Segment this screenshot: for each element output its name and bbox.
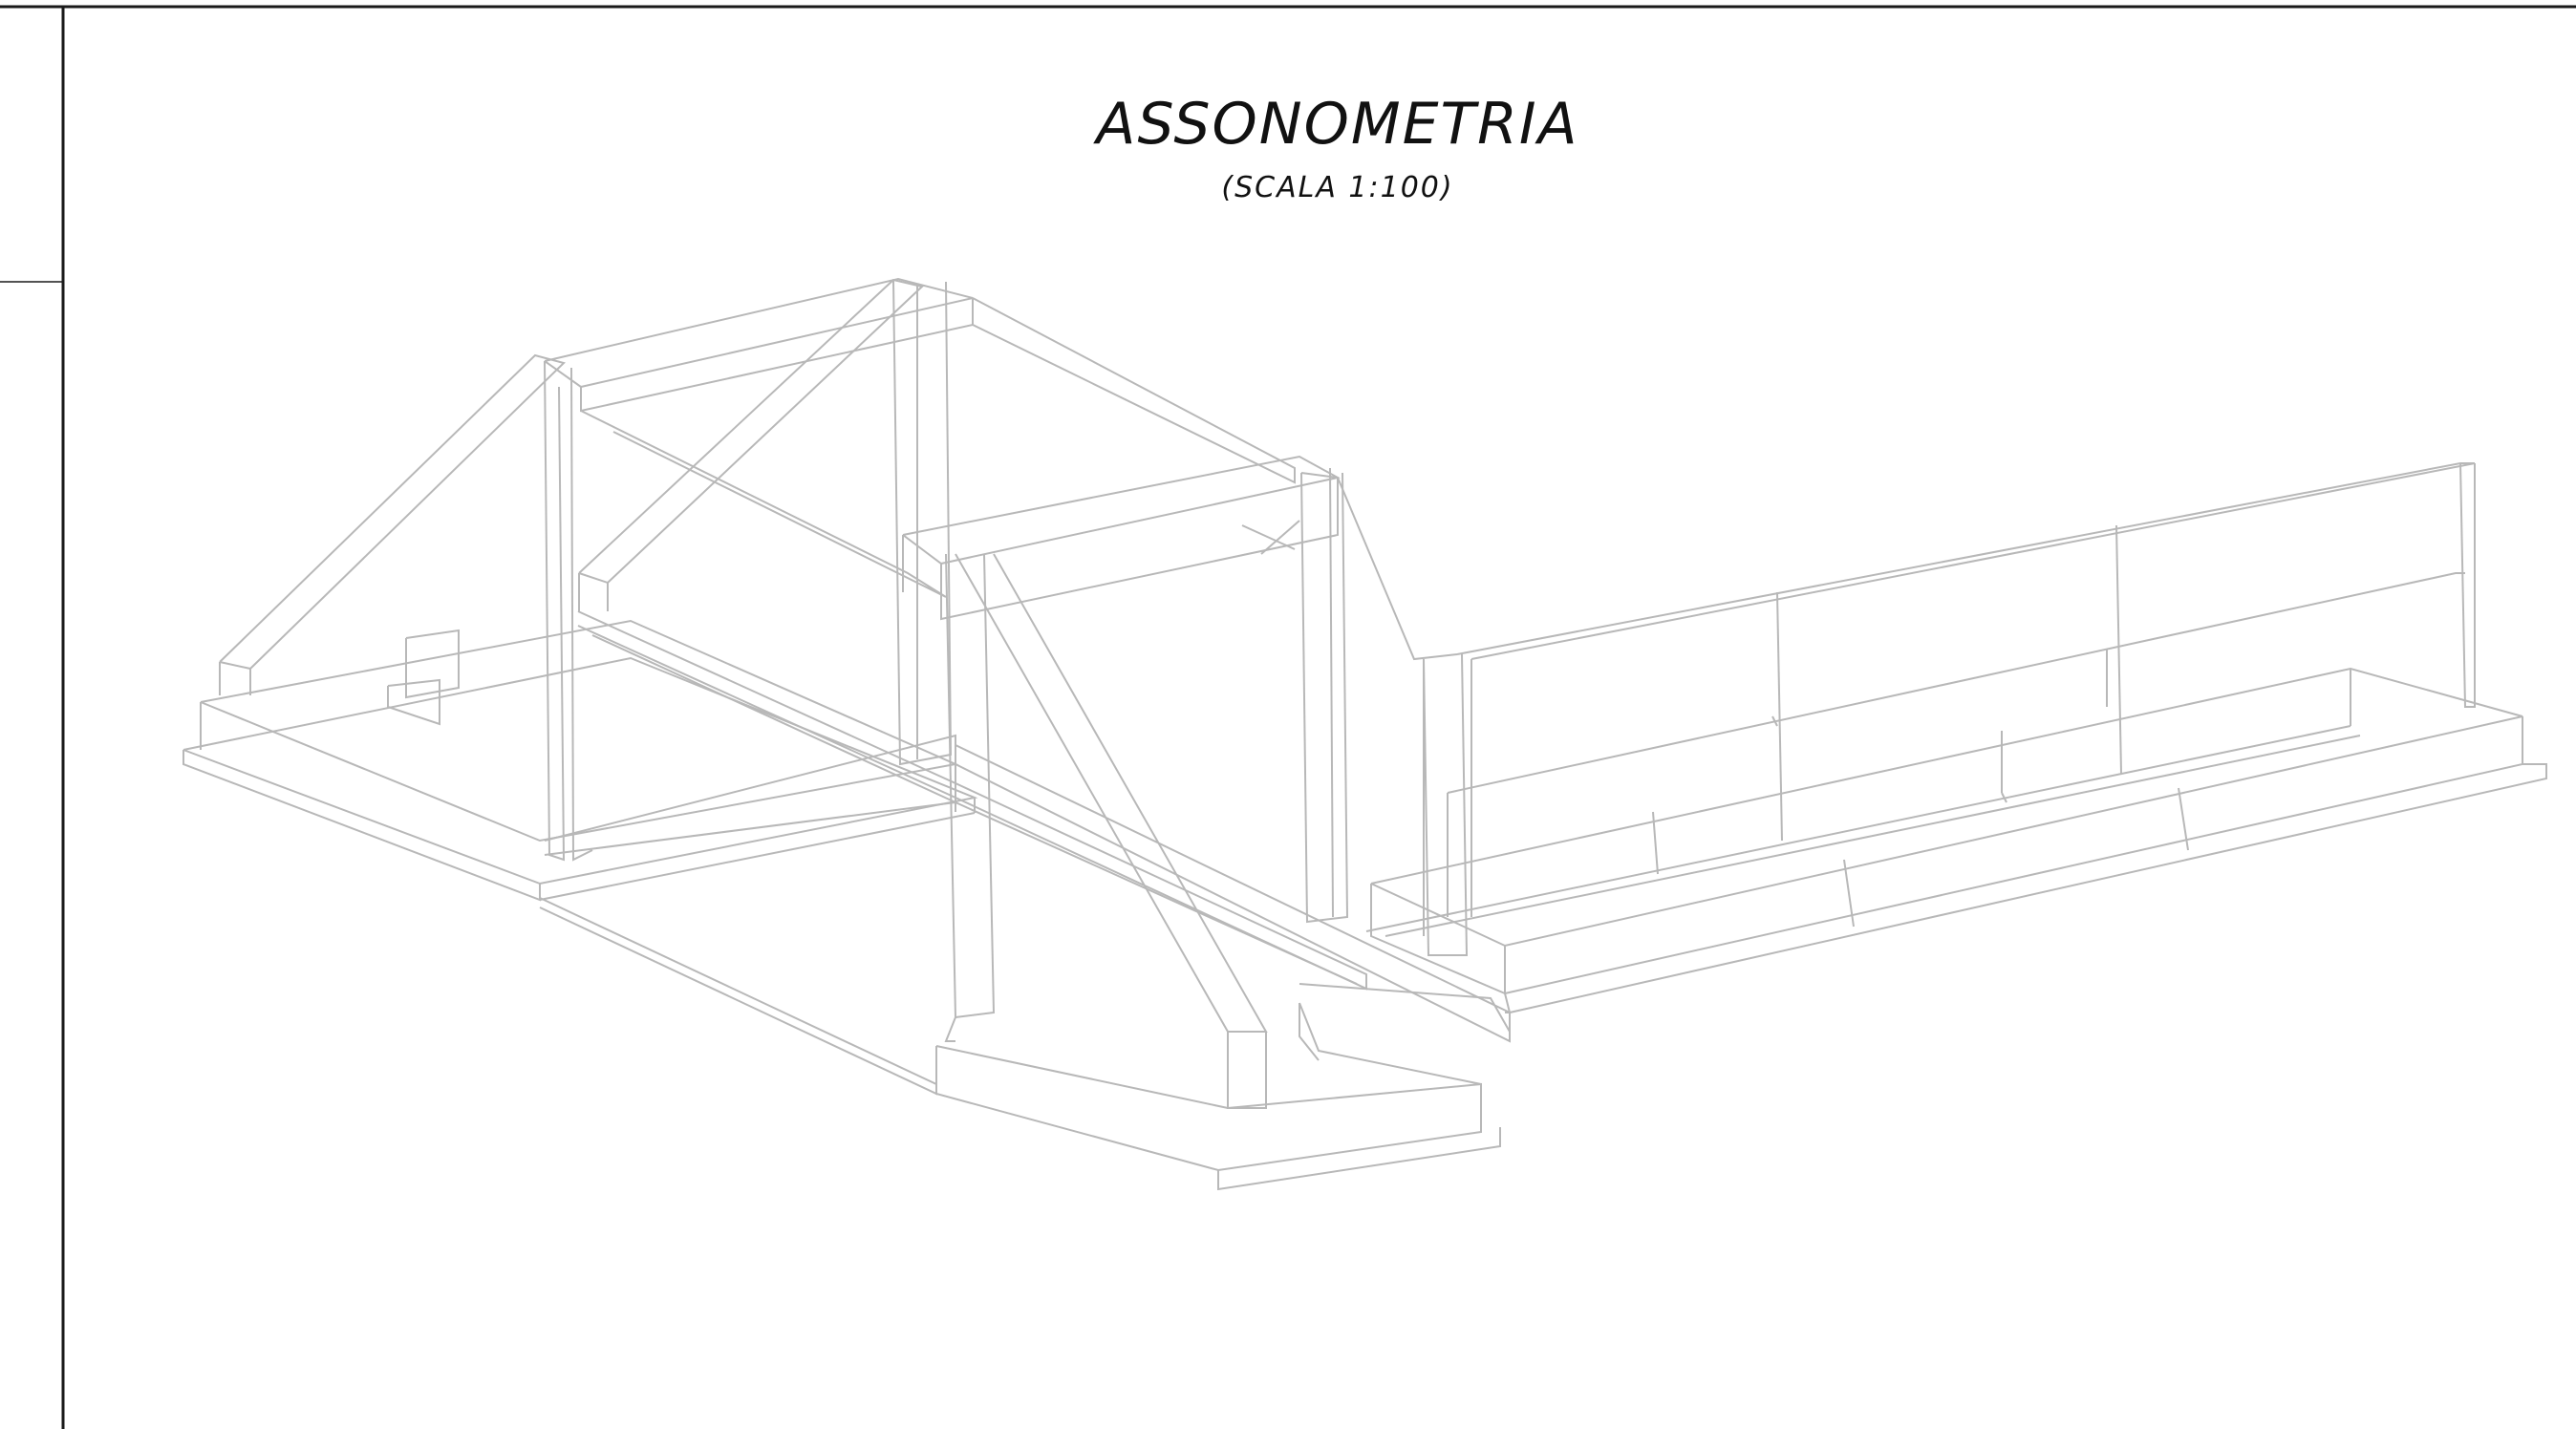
drawing-title: ASSONOMETRIA xyxy=(1096,91,1579,158)
left-columns xyxy=(544,279,1349,1042)
left-trusses xyxy=(219,278,925,695)
right-wall-footing xyxy=(1365,667,2547,1014)
drawing-title-block: ASSONOMETRIA (SCALA 1:100) xyxy=(0,96,2576,203)
right-retaining-wall xyxy=(1447,462,2476,917)
left-end-block xyxy=(387,629,460,726)
center-lower-foundation xyxy=(935,983,1511,1191)
left-top-beams xyxy=(544,277,1341,621)
center-bracket xyxy=(1300,472,1469,956)
left-floor-rails xyxy=(539,610,1511,1096)
center-diagonal-member xyxy=(955,553,1268,1109)
drawing-scale-label: (SCALA 1:100) xyxy=(1221,171,1454,204)
left-foundation-slab xyxy=(182,619,978,902)
sheet-frame xyxy=(0,5,2576,1429)
